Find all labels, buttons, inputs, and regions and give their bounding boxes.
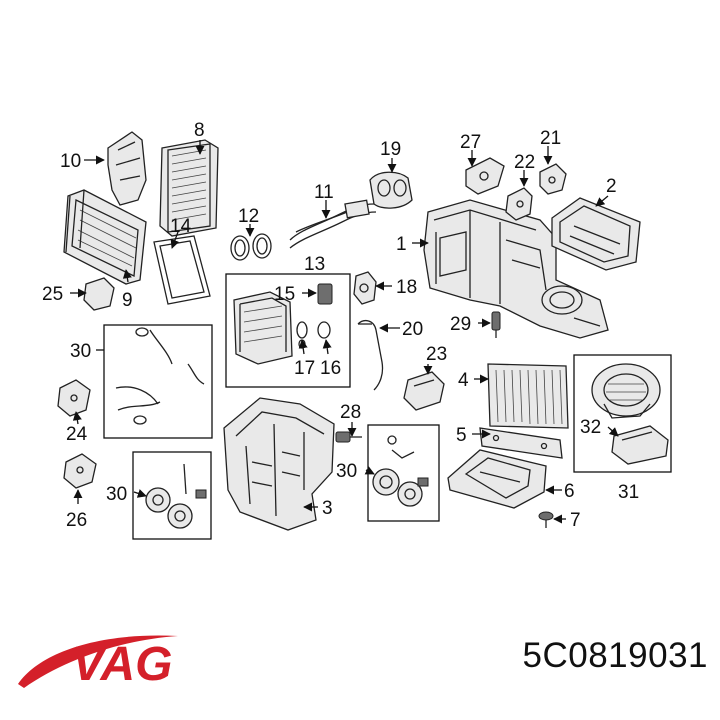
callout-15: 15 bbox=[274, 284, 295, 305]
callout-30-right: 30 bbox=[336, 461, 357, 482]
leader-lines bbox=[70, 140, 619, 524]
callout-12: 12 bbox=[238, 206, 259, 227]
assembly-box-31 bbox=[103, 324, 213, 439]
part-33-control-unit bbox=[611, 425, 669, 465]
part-27-actuator bbox=[465, 157, 505, 195]
callout-20: 20 bbox=[402, 319, 423, 340]
part-9-evaporator bbox=[63, 189, 147, 285]
part-32-blower bbox=[591, 363, 661, 419]
part-23-resistor bbox=[403, 371, 445, 411]
callout-30-left: 30 bbox=[106, 484, 127, 505]
callout-33: 32 bbox=[580, 417, 601, 438]
part-number: 5C0819031 bbox=[522, 636, 708, 675]
part-19-gasket bbox=[369, 171, 413, 209]
callout-5: 5 bbox=[456, 425, 467, 446]
callout-6: 6 bbox=[564, 481, 575, 502]
callout-7: 7 bbox=[570, 510, 581, 531]
part-26-actuator bbox=[63, 453, 97, 489]
callout-26: 26 bbox=[66, 510, 87, 531]
part-28-bolt bbox=[335, 431, 362, 443]
part-7-screw bbox=[538, 511, 554, 528]
callout-19: 19 bbox=[380, 139, 401, 160]
part-18-clip bbox=[353, 271, 377, 305]
callout-9: 9 bbox=[122, 290, 133, 311]
vag-logo: VAG bbox=[18, 635, 178, 691]
callout-25: 25 bbox=[42, 284, 63, 305]
part-2-upper-housing bbox=[551, 197, 641, 271]
part-29-sensor bbox=[491, 311, 501, 338]
callouts: 10 8 9 14 12 11 19 1 13 25 15 17 16 18 2… bbox=[42, 120, 639, 531]
callout-28: 28 bbox=[340, 402, 361, 423]
part-12-seals bbox=[230, 233, 272, 261]
part-11-pipes bbox=[289, 199, 377, 249]
callout-32: 31 bbox=[618, 482, 639, 503]
callout-4: 4 bbox=[458, 370, 469, 391]
callout-10: 10 bbox=[60, 151, 81, 172]
callout-29: 29 bbox=[450, 314, 471, 335]
part-31-hoses bbox=[115, 327, 205, 425]
callout-18: 18 bbox=[396, 277, 417, 298]
part-3-lower-housing bbox=[223, 397, 335, 531]
callout-24: 24 bbox=[66, 424, 88, 445]
assembly-box-32 bbox=[573, 354, 672, 473]
part-22-actuator bbox=[505, 187, 533, 221]
part-10-bracket bbox=[107, 131, 147, 206]
callout-11: 11 bbox=[314, 182, 334, 203]
callout-17: 17 bbox=[294, 358, 315, 379]
logo-text: VAG bbox=[72, 638, 172, 691]
callout-21: 21 bbox=[540, 128, 561, 149]
assembly-box-13 bbox=[225, 273, 351, 388]
part-4-cabin-filter bbox=[487, 363, 569, 429]
callout-22: 22 bbox=[514, 152, 535, 173]
part-30-left-kit bbox=[145, 463, 207, 529]
callout-31: 30 bbox=[70, 341, 91, 362]
part-1-housing bbox=[423, 199, 609, 339]
part-20-hose bbox=[357, 319, 384, 391]
callout-23: 23 bbox=[426, 344, 447, 365]
callout-14: 14 bbox=[170, 216, 192, 237]
part-21-actuator bbox=[539, 163, 567, 195]
callout-13: 13 bbox=[304, 254, 325, 275]
part-14-filter-frame bbox=[153, 235, 211, 305]
part-6-cover bbox=[447, 449, 547, 509]
callout-16: 16 bbox=[320, 358, 341, 379]
part-8-heater-core bbox=[159, 139, 219, 237]
part-5-bracket bbox=[479, 427, 563, 459]
part-25-clip bbox=[83, 277, 115, 311]
part-30-right-kit bbox=[372, 435, 429, 507]
callout-8: 8 bbox=[194, 120, 205, 141]
callout-27: 27 bbox=[460, 132, 481, 153]
callout-3: 3 bbox=[322, 498, 333, 519]
part-24-actuator bbox=[57, 379, 91, 417]
callout-1: 1 bbox=[396, 234, 407, 255]
assembly-box-30-left bbox=[132, 451, 212, 540]
callout-2: 2 bbox=[606, 176, 617, 197]
